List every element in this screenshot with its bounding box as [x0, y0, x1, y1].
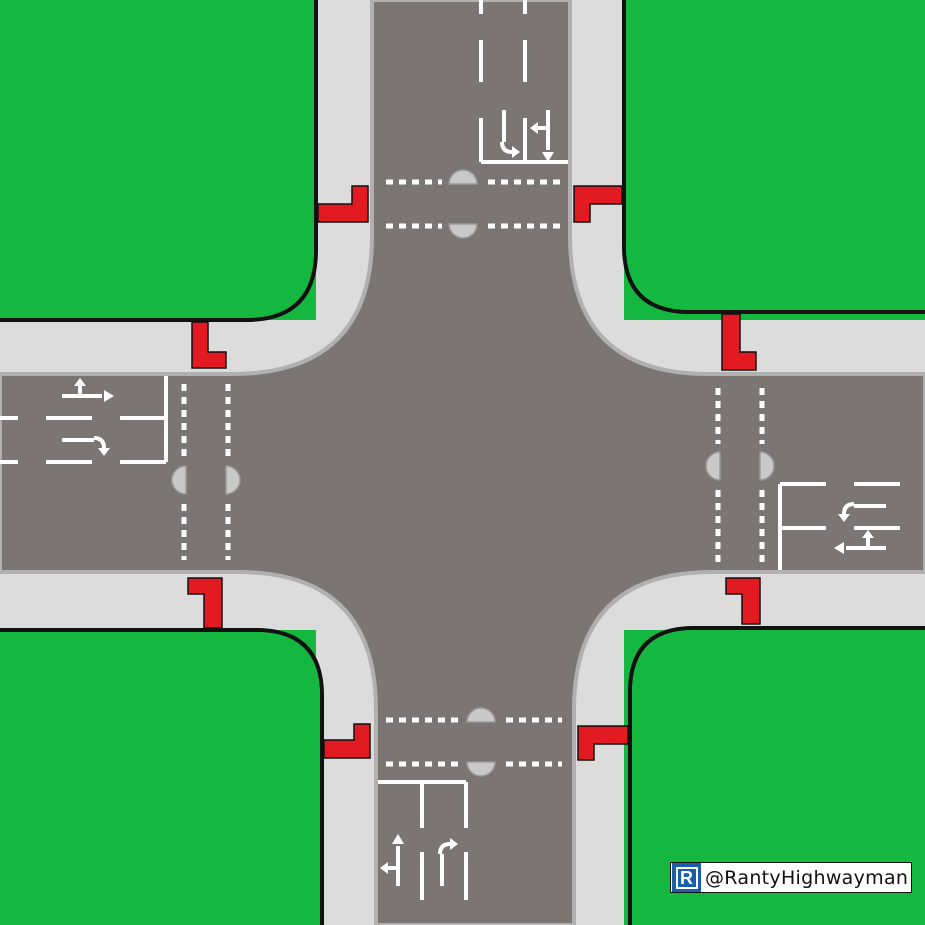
author-handle: @RantyHighwayman	[705, 866, 909, 889]
pedestrian-crossing-markings	[181, 179, 765, 767]
lane-markings	[0, 0, 900, 900]
r-logo-icon: R	[672, 863, 701, 892]
logo-letter: R	[675, 866, 698, 889]
road-stud-icon	[171, 169, 775, 777]
credit-badge: R @RantyHighwayman	[670, 862, 912, 893]
tactile-paving-icon	[187, 185, 761, 761]
